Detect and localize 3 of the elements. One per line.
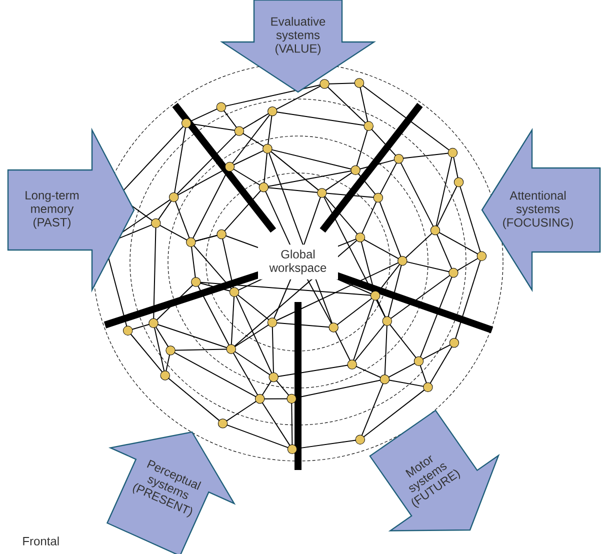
- corner-label: Frontal: [23, 536, 59, 546]
- workspace-box: Global workspace: [258, 244, 338, 280]
- node-label: Global workspace: [269, 250, 326, 274]
